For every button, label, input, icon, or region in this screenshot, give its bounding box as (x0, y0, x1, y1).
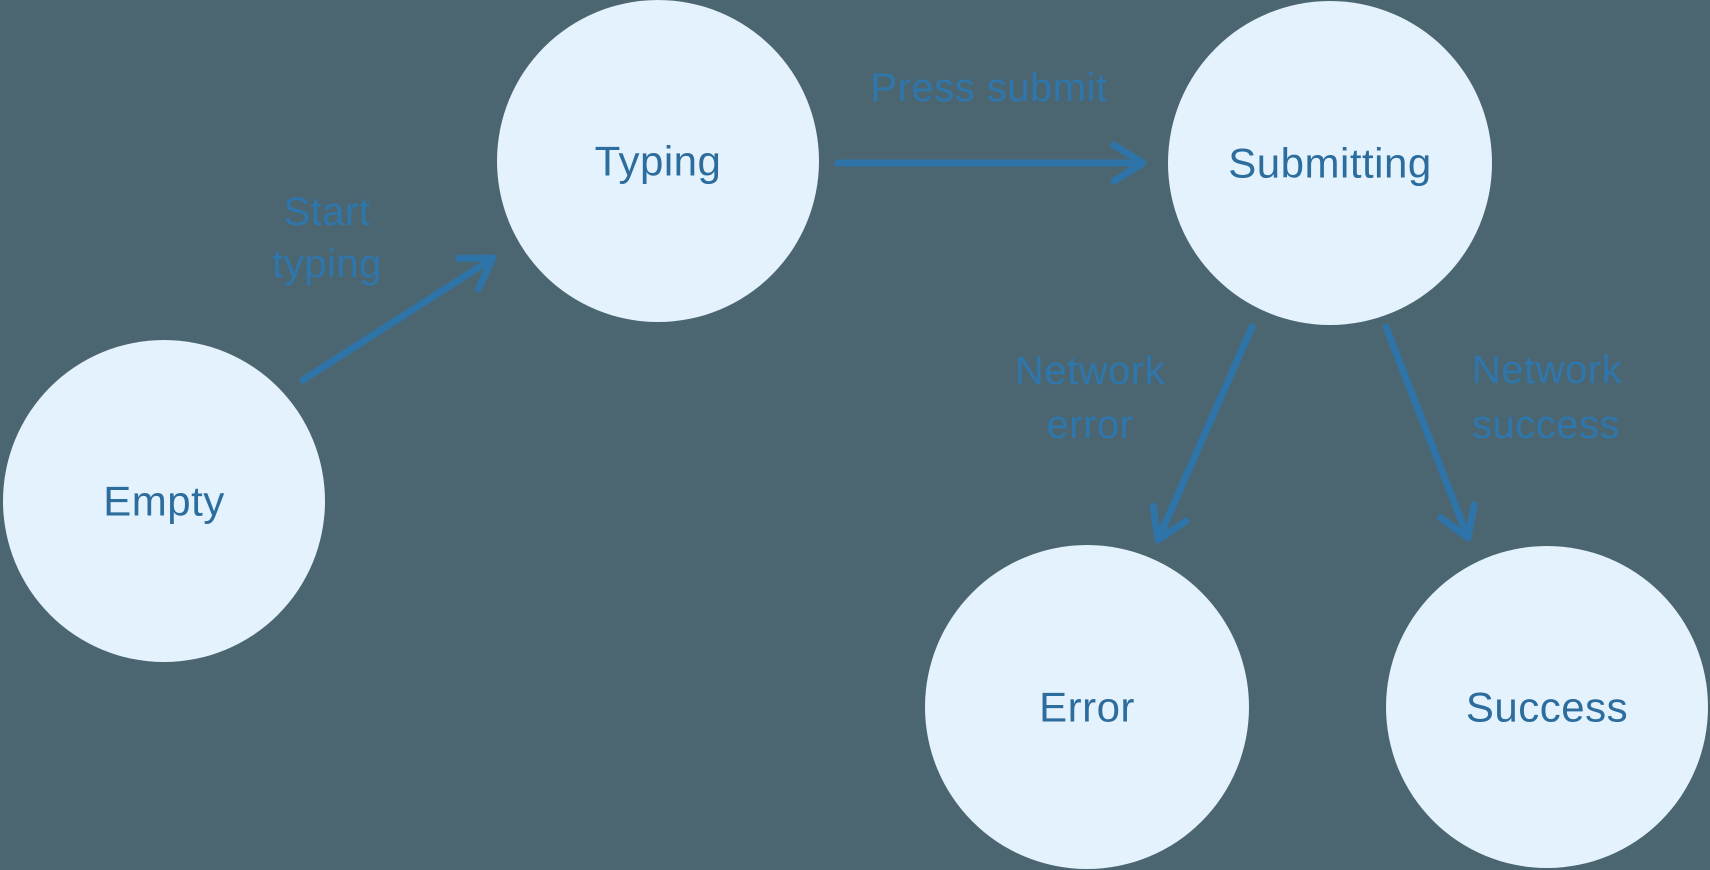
edge-label-line: success (1472, 403, 1620, 447)
state-node-typing: Typing (497, 0, 819, 322)
edge-label-line: error (1047, 403, 1134, 447)
arrowhead-icon (455, 254, 497, 293)
node-label: Typing (595, 138, 722, 185)
node-label: Success (1466, 684, 1628, 731)
arrowhead-icon (1110, 141, 1147, 185)
node-label: Empty (103, 478, 225, 525)
node-circle (3, 340, 325, 662)
edge-label-line: Network (1472, 348, 1623, 392)
edge-label-network-success: Network success (1472, 348, 1623, 447)
node-circle (1386, 546, 1708, 868)
arrowhead-icon (1149, 502, 1190, 544)
node-circle (497, 0, 819, 322)
edge-label-line: Start (284, 190, 371, 234)
node-label: Error (1039, 684, 1135, 731)
edge-line (299, 258, 491, 384)
edge-empty-typing (299, 254, 497, 384)
edge-label-start-typing: Start typing (272, 190, 382, 286)
edge-line (1382, 323, 1469, 534)
edge-typing-submitting (834, 141, 1147, 185)
edge-submitting-success (1382, 323, 1478, 542)
edge-submitting-error (1149, 323, 1256, 544)
edge-line (1157, 323, 1256, 537)
edge-label-line: Network (1015, 349, 1166, 393)
state-node-error: Error (925, 545, 1249, 869)
node-label: Submitting (1228, 140, 1431, 187)
edge-label-press-submit: Press submit (870, 66, 1107, 110)
node-circle (925, 545, 1249, 869)
arrowhead-icon (1437, 501, 1478, 542)
state-node-submitting: Submitting (1168, 1, 1492, 325)
state-node-success: Success (1386, 546, 1708, 868)
edge-label-line: typing (272, 242, 382, 286)
edge-label-network-error: Network error (1015, 349, 1166, 447)
state-node-empty: Empty (3, 340, 325, 662)
edge-label-line: Press submit (870, 66, 1107, 110)
node-circle (1168, 1, 1492, 325)
